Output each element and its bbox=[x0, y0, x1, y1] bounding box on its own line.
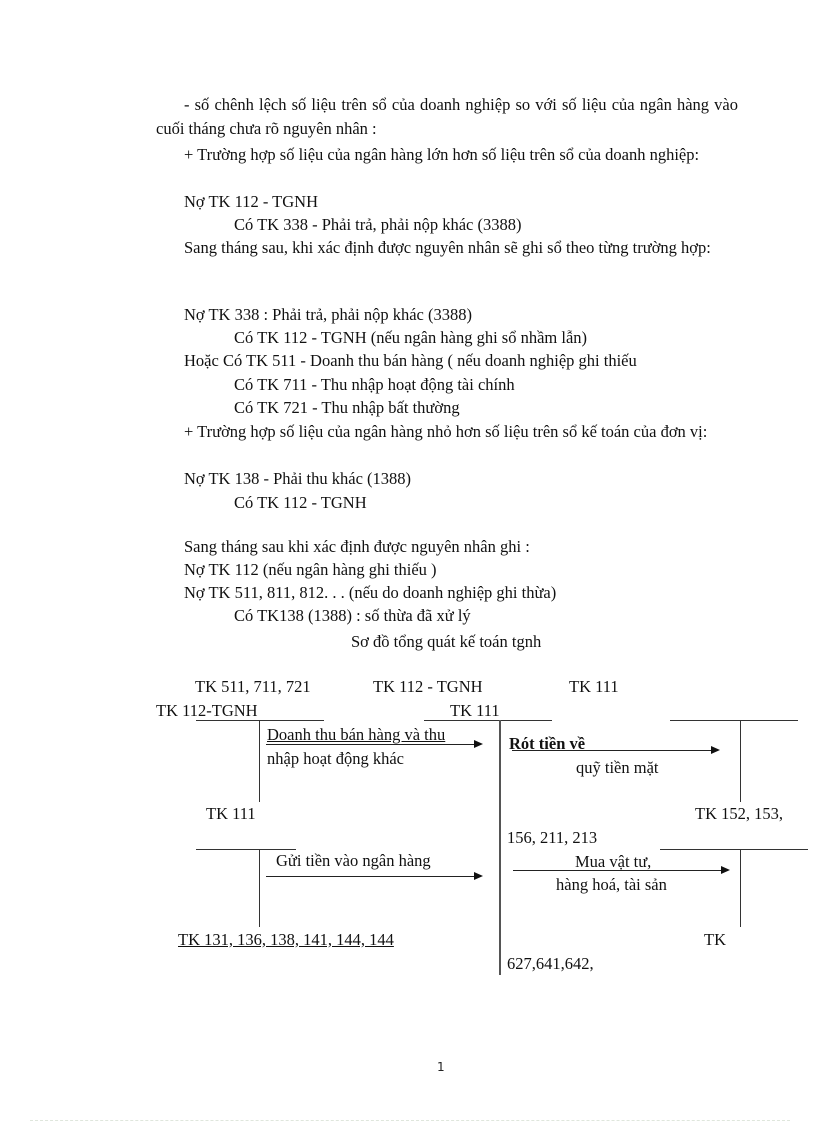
t-account-right-2-top bbox=[660, 849, 808, 850]
label-tk-111-left: TK 111 bbox=[206, 804, 256, 823]
t-account-left-1-top bbox=[196, 720, 324, 721]
paragraph-case-bank-greater: + Trường hợp số liệu của ngân hàng lớn h… bbox=[156, 143, 738, 167]
label-tk-131-144: TK 131, 136, 138, 141, 144, 144 bbox=[178, 929, 394, 951]
entry-credit-138: Có TK138 (1388) : số thừa đã xử lý bbox=[234, 606, 471, 625]
entry-credit-511: Hoặc Có TK 511 - Doanh thu bán hàng ( nế… bbox=[184, 351, 637, 370]
t-account-right-1-stem bbox=[740, 720, 741, 802]
paragraph-text: - số chênh lệch số liệu trên sổ của doan… bbox=[156, 95, 738, 138]
next-month-line: Sang tháng sau khi xác định được nguyên … bbox=[184, 537, 530, 556]
flow-purchase-label-1: Mua vật tư, bbox=[575, 852, 652, 871]
arrow-right-icon bbox=[512, 746, 720, 754]
entry-debit-338: Nợ TK 338 : Phải trả, phải nộp khác (338… bbox=[184, 305, 472, 324]
paragraph-text: + Trường hợp số liệu của ngân hàng nhỏ h… bbox=[184, 422, 708, 441]
label-tk-111-top: TK 111 bbox=[450, 701, 500, 720]
entry-credit-112: Có TK 112 - TGNH (nếu ngân hàng ghi sổ n… bbox=[234, 328, 588, 347]
entry-debit-112-b: Nợ TK 112 (nếu ngân hàng ghi thiếu ) bbox=[184, 560, 437, 579]
flow-deposit-label: Gửi tiền vào ngân hàng bbox=[276, 851, 431, 870]
header-tk-111: TK 111 bbox=[569, 677, 619, 696]
entry-credit-711: Có TK 711 - Thu nhập hoạt động tài chính bbox=[234, 375, 515, 394]
t-account-left-2-stem bbox=[259, 849, 260, 927]
paragraph-case-bank-smaller: + Trường hợp số liệu của ngân hàng nhỏ h… bbox=[156, 420, 738, 444]
header-tk-112-tgnh: TK 112 - TGNH bbox=[373, 677, 483, 696]
page-number: 1 bbox=[437, 1060, 445, 1074]
flow-withdraw-label-1: Rót tiền về bbox=[509, 734, 586, 753]
entry-credit-112-b: Có TK 112 - TGNH bbox=[234, 493, 367, 512]
page-separator bbox=[30, 1120, 790, 1121]
label-tk-152-153: TK 152, 153, bbox=[695, 804, 783, 823]
t-account-left-2-top bbox=[196, 849, 296, 850]
flow-withdraw-label-2: quỹ tiền mặt bbox=[576, 758, 659, 777]
t-account-right-1-top bbox=[670, 720, 798, 721]
t-account-right-2-stem bbox=[740, 849, 741, 927]
flow-purchase-label-2: hàng hoá, tài sản bbox=[556, 875, 667, 894]
arrow-right-icon bbox=[266, 872, 483, 880]
header-tk-511-711-721: TK 511, 711, 721 bbox=[195, 677, 311, 696]
entry-credit-721: Có TK 721 - Thu nhập bất thường bbox=[234, 398, 460, 417]
arrow-right-icon bbox=[266, 740, 483, 748]
label-tk-112-tgnh: TK 112-TGNH bbox=[156, 701, 258, 720]
label-tk-bottom-right: TK bbox=[704, 930, 726, 949]
entry-credit-338: Có TK 338 - Phải trả, phải nộp khác (338… bbox=[234, 215, 522, 234]
entry-debit-112: Nợ TK 112 - TGNH bbox=[184, 192, 318, 211]
diagram-title: Sơ đồ tổng quát kế toán tgnh bbox=[351, 632, 542, 651]
label-156-211-213: 156, 211, 213 bbox=[507, 828, 598, 847]
t-account-left-1-stem bbox=[259, 720, 260, 802]
arrow-right-icon bbox=[513, 866, 730, 874]
t-account-middle-stem bbox=[499, 720, 501, 975]
entry-debit-138: Nợ TK 138 - Phải thu khác (1388) bbox=[184, 469, 412, 488]
paragraph-next-month: Sang tháng sau, khi xác định được nguyên… bbox=[156, 236, 738, 260]
label-tk-131-144-text: TK 131, 136, 138, 141, 144, 144 bbox=[178, 930, 394, 949]
paragraph-difference: - số chênh lệch số liệu trên sổ của doan… bbox=[156, 93, 738, 140]
label-627-641-642: 627,641,642, bbox=[507, 954, 594, 973]
entry-debit-511-811: Nợ TK 511, 811, 812. . . (nếu do doanh n… bbox=[184, 583, 557, 602]
flow-revenue-label-1: Doanh thu bán hàng và thu bbox=[267, 725, 446, 744]
paragraph-text: + Trường hợp số liệu của ngân hàng lớn h… bbox=[184, 145, 700, 164]
paragraph-text: Sang tháng sau, khi xác định được nguyên… bbox=[184, 238, 711, 257]
t-account-middle-top bbox=[424, 720, 552, 721]
flow-revenue-label-2: nhập hoạt động khác bbox=[267, 749, 405, 768]
